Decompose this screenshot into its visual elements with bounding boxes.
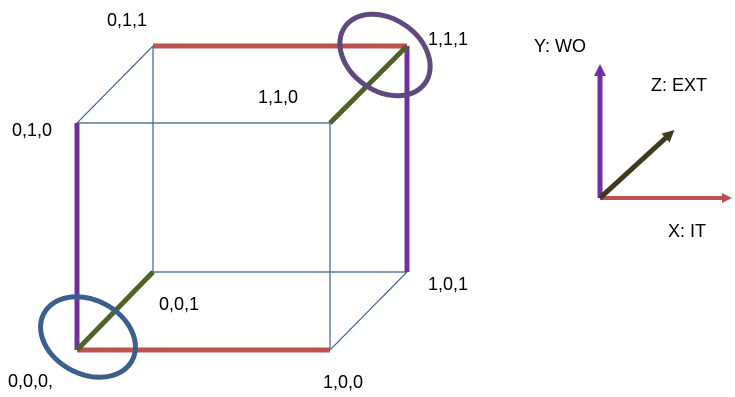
vertex-label-110: 1,1,0 — [258, 87, 298, 107]
vertex-label-111: 1,1,1 — [428, 29, 468, 49]
axis-indicator: Y: WO Z: EXT X: IT — [534, 36, 732, 241]
vertex-label-010: 0,1,0 — [12, 120, 52, 140]
y-axis-label: Y: WO — [534, 36, 586, 56]
cube-highlighted-edges — [74, 43, 410, 353]
cube-wireframe — [76, 45, 408, 351]
edge-back-diag-top-left — [76, 45, 154, 124]
vertex-label-011: 0,1,1 — [107, 10, 147, 30]
vertex-label-100: 1,0,0 — [323, 372, 363, 392]
vertex-label-000: 0,0,0, — [8, 371, 53, 391]
far-corner-highlight-circle — [337, 11, 433, 99]
vertex-label-101: 1,0,1 — [428, 274, 468, 294]
edge-diag-bottom-right — [329, 271, 408, 351]
origin-highlight-circle — [38, 294, 138, 380]
z-axis-label: Z: EXT — [651, 75, 707, 95]
vertex-label-001: 0,0,1 — [159, 294, 199, 314]
z-axis-arrow — [598, 129, 675, 200]
x-axis-label: X: IT — [668, 221, 706, 241]
